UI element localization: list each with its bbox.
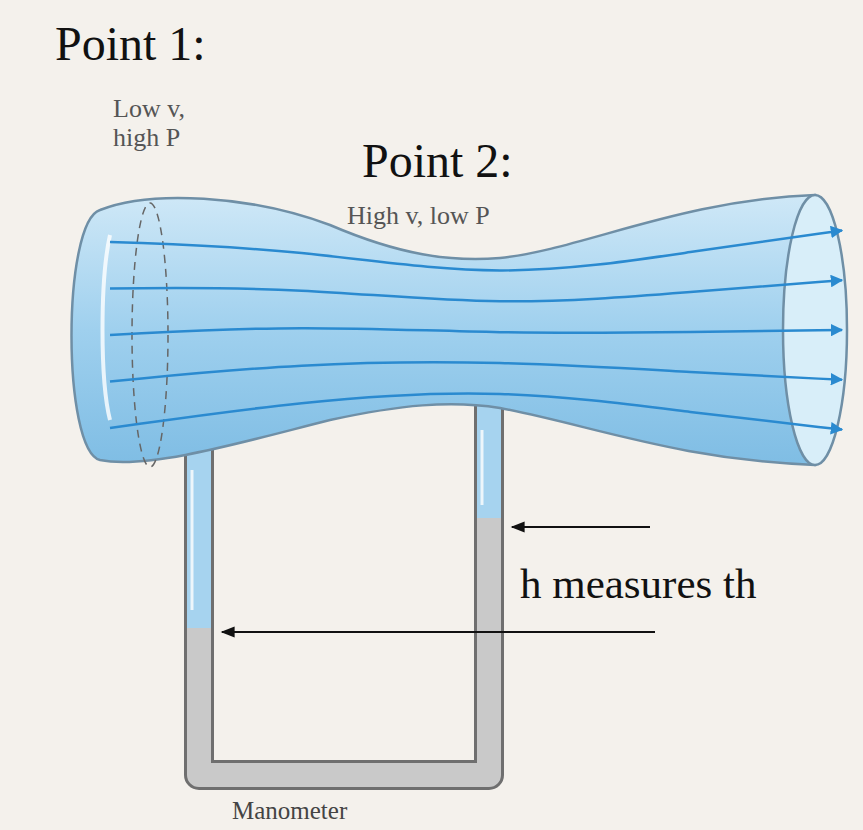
- leader-arrow: [512, 526, 650, 528]
- streamlines: [110, 230, 842, 429]
- highlight: [103, 235, 111, 420]
- streamline: [110, 280, 842, 301]
- point-label: Point 1:: [55, 18, 206, 71]
- leader-arrow: [222, 631, 655, 633]
- height-note: h measures th: [520, 560, 756, 607]
- streamline: [110, 328, 842, 335]
- streamline: [110, 393, 842, 429]
- streamline: [110, 362, 842, 381]
- part-name: Manometer: [232, 797, 347, 825]
- point-label: Point 2:: [362, 135, 513, 188]
- manometer-tube: [192, 400, 489, 775]
- streamline: [110, 230, 842, 270]
- condition-note: Low v, high P: [113, 95, 208, 152]
- condition-note: High v, low P: [347, 202, 490, 231]
